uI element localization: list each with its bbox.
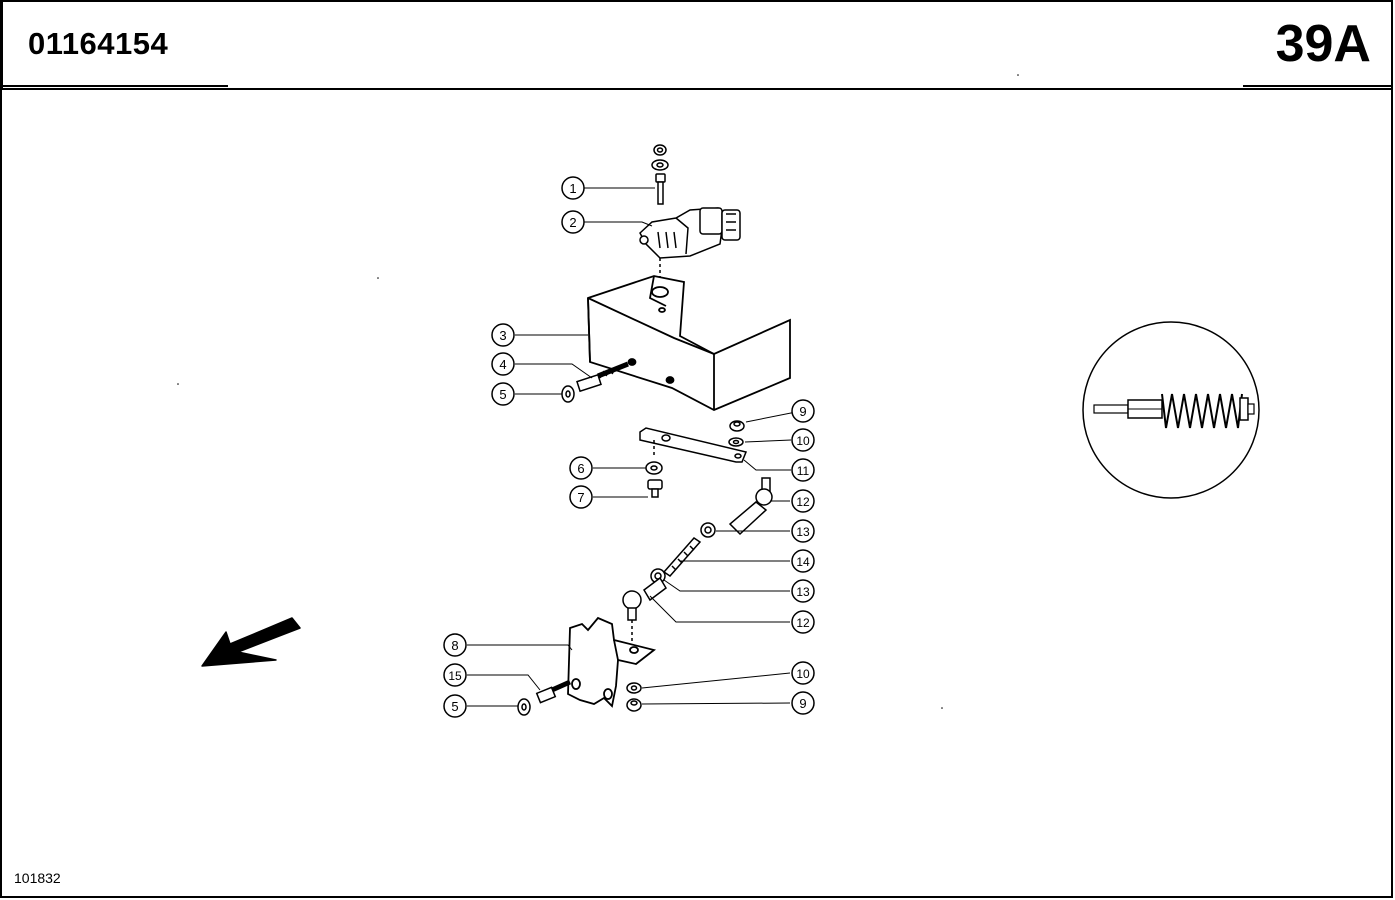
part-screw-1 [655,173,666,205]
callout-10-lower: 10 [791,661,815,685]
callout-12-lower: 12 [791,610,815,634]
part-bolt-4 [576,361,629,393]
callout-4-label: 4 [499,357,506,372]
callout-9-lower: 9 [791,691,815,715]
callout-4: 4 [491,352,515,376]
part-nut-9-upper [729,420,745,432]
callout-8: 8 [443,633,467,657]
callout-2-label: 2 [569,215,576,230]
callout-8-label: 8 [451,638,458,653]
part-bolt-15 [535,679,572,704]
callout-6-label: 6 [577,461,584,476]
callout-15-label: 15 [448,669,462,683]
callout-7-label: 7 [577,490,584,505]
callout-14-label: 14 [796,555,810,569]
part-threaded-rod-14 [662,537,702,577]
part-ball-joint-12-upper [728,477,773,536]
callout-14: 14 [791,549,815,573]
part-washer-5-upper [561,385,575,403]
part-potentiometer-2 [639,207,741,300]
callout-5-upper: 5 [491,382,515,406]
part-nut-13-upper [700,522,716,538]
part-lever-11 [639,427,748,463]
drawing-number: 101832 [14,870,61,886]
detail-view-spring [1082,321,1260,499]
callout-11-label: 11 [797,464,810,478]
callout-9-upper-label: 9 [799,404,806,419]
part-washer-10-upper [728,437,744,447]
callout-15: 15 [443,663,467,687]
callout-3: 3 [491,323,515,347]
callout-5-upper-label: 5 [499,387,506,402]
part-washer-10-lower [626,682,642,694]
page-label: 39A [1275,15,1371,73]
callout-7: 7 [569,485,593,509]
scan-specks [177,74,1019,709]
callout-10-lower-label: 10 [796,667,810,681]
callout-3-label: 3 [499,328,506,343]
callout-10-upper: 10 [791,428,815,452]
callout-1-label: 1 [569,181,576,196]
callout-12-lower-label: 12 [796,616,810,630]
callout-11: 11 [791,458,815,482]
callout-9-upper: 9 [791,399,815,423]
callout-9-lower-label: 9 [799,696,806,711]
callout-1: 1 [561,176,585,200]
direction-arrow-icon [201,617,301,667]
spring-coil-icon [1161,393,1243,429]
part-number: 01164154 [28,26,169,61]
part-sensor-nut [651,144,669,171]
part-washer-6 [645,461,663,475]
part-nut-9-lower [626,698,642,712]
callout-12-upper: 12 [791,489,815,513]
callout-13-lower-label: 13 [796,585,810,599]
callout-5-lower-label: 5 [451,699,458,714]
callout-13-upper: 13 [791,519,815,543]
callout-12-upper-label: 12 [796,495,810,509]
leader-lines [467,187,802,707]
callout-13-lower: 13 [791,579,815,603]
callout-10-upper-label: 10 [796,434,810,448]
callout-2: 2 [561,210,585,234]
part-washer-5-lower [517,698,531,716]
part-screw-7 [647,479,663,498]
callout-6: 6 [569,456,593,480]
part-bracket-3 [587,275,791,411]
callout-13-upper-label: 13 [796,525,810,539]
part-bracket-8 [567,616,657,708]
part-ball-joint-12-lower [622,576,667,648]
callout-5-lower: 5 [443,694,467,718]
